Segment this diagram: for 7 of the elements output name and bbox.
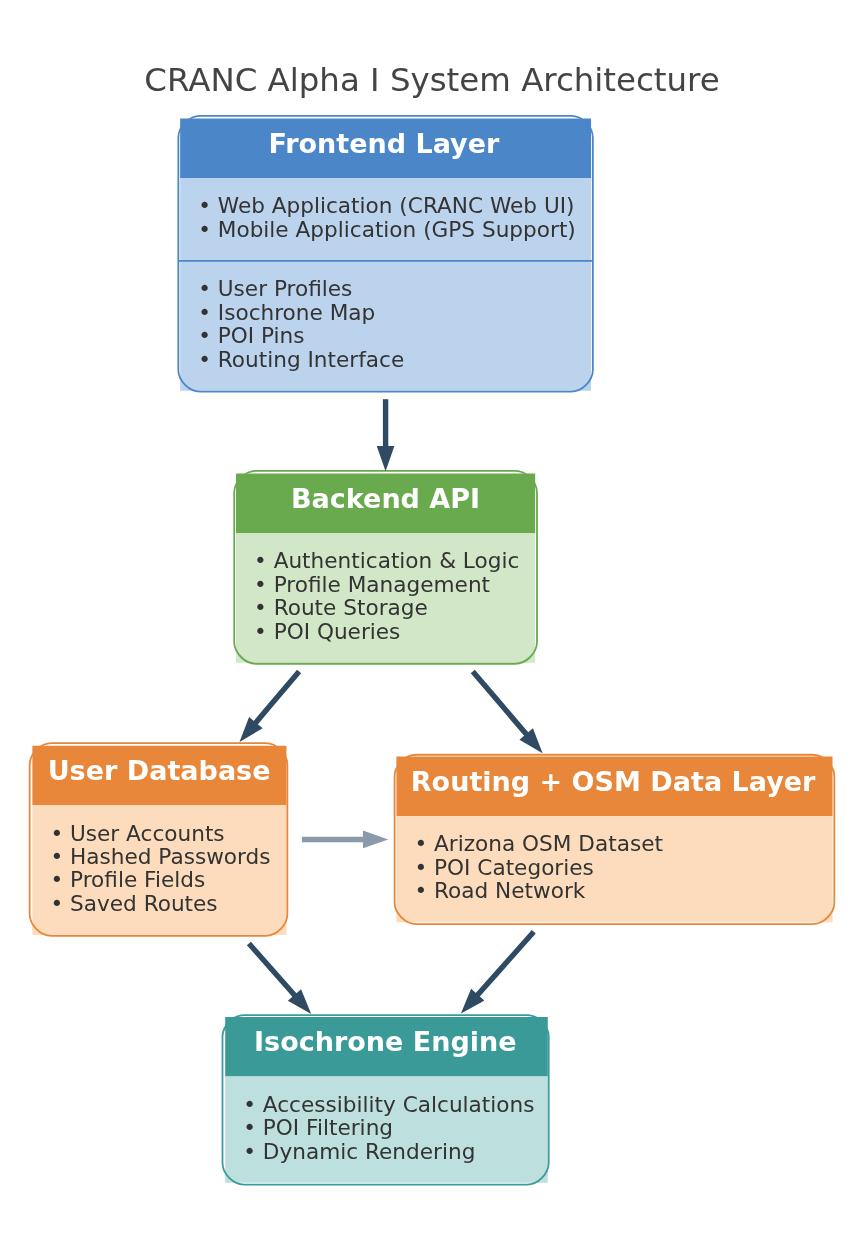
arrow xyxy=(301,830,389,849)
arrow xyxy=(239,669,302,742)
arrow xyxy=(246,941,312,1014)
arrow xyxy=(376,399,395,472)
arrow xyxy=(470,669,543,754)
arrow xyxy=(460,930,536,1014)
diagram-title: CRANC Alpha I System Architecture xyxy=(144,61,720,100)
